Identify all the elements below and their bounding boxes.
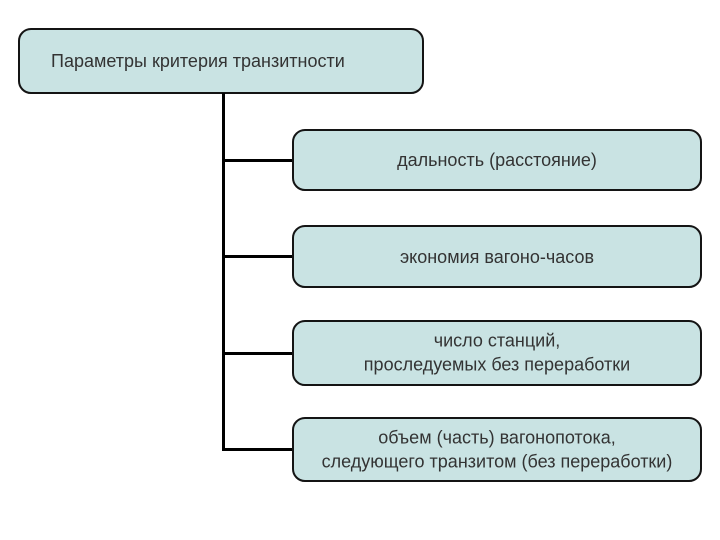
node-label: объем (часть) вагонопотока, следующего т… bbox=[321, 427, 673, 472]
node-box-wagon-flow-volume: объем (часть) вагонопотока, следующего т… bbox=[292, 417, 702, 482]
branch-line-1 bbox=[222, 159, 292, 162]
node-box-distance: дальность (расстояние) bbox=[292, 129, 702, 191]
node-label: экономия вагоно-часов bbox=[399, 246, 595, 267]
node-box-stations-count: число станций, проследуемых без перерабо… bbox=[292, 320, 702, 386]
branch-line-2 bbox=[222, 255, 292, 258]
branch-line-3 bbox=[222, 352, 292, 355]
node-box-wagon-hours-savings: экономия вагоно-часов bbox=[292, 225, 702, 288]
tree-trunk-line bbox=[222, 93, 225, 451]
node-label: дальность (расстояние) bbox=[397, 149, 597, 170]
diagram-title-box: Параметры критерия транзитности bbox=[18, 28, 424, 94]
node-label: число станций, проследуемых без перерабо… bbox=[363, 330, 631, 375]
branch-line-4 bbox=[222, 448, 292, 451]
diagram-title-label: Параметры критерия транзитности bbox=[51, 50, 345, 71]
